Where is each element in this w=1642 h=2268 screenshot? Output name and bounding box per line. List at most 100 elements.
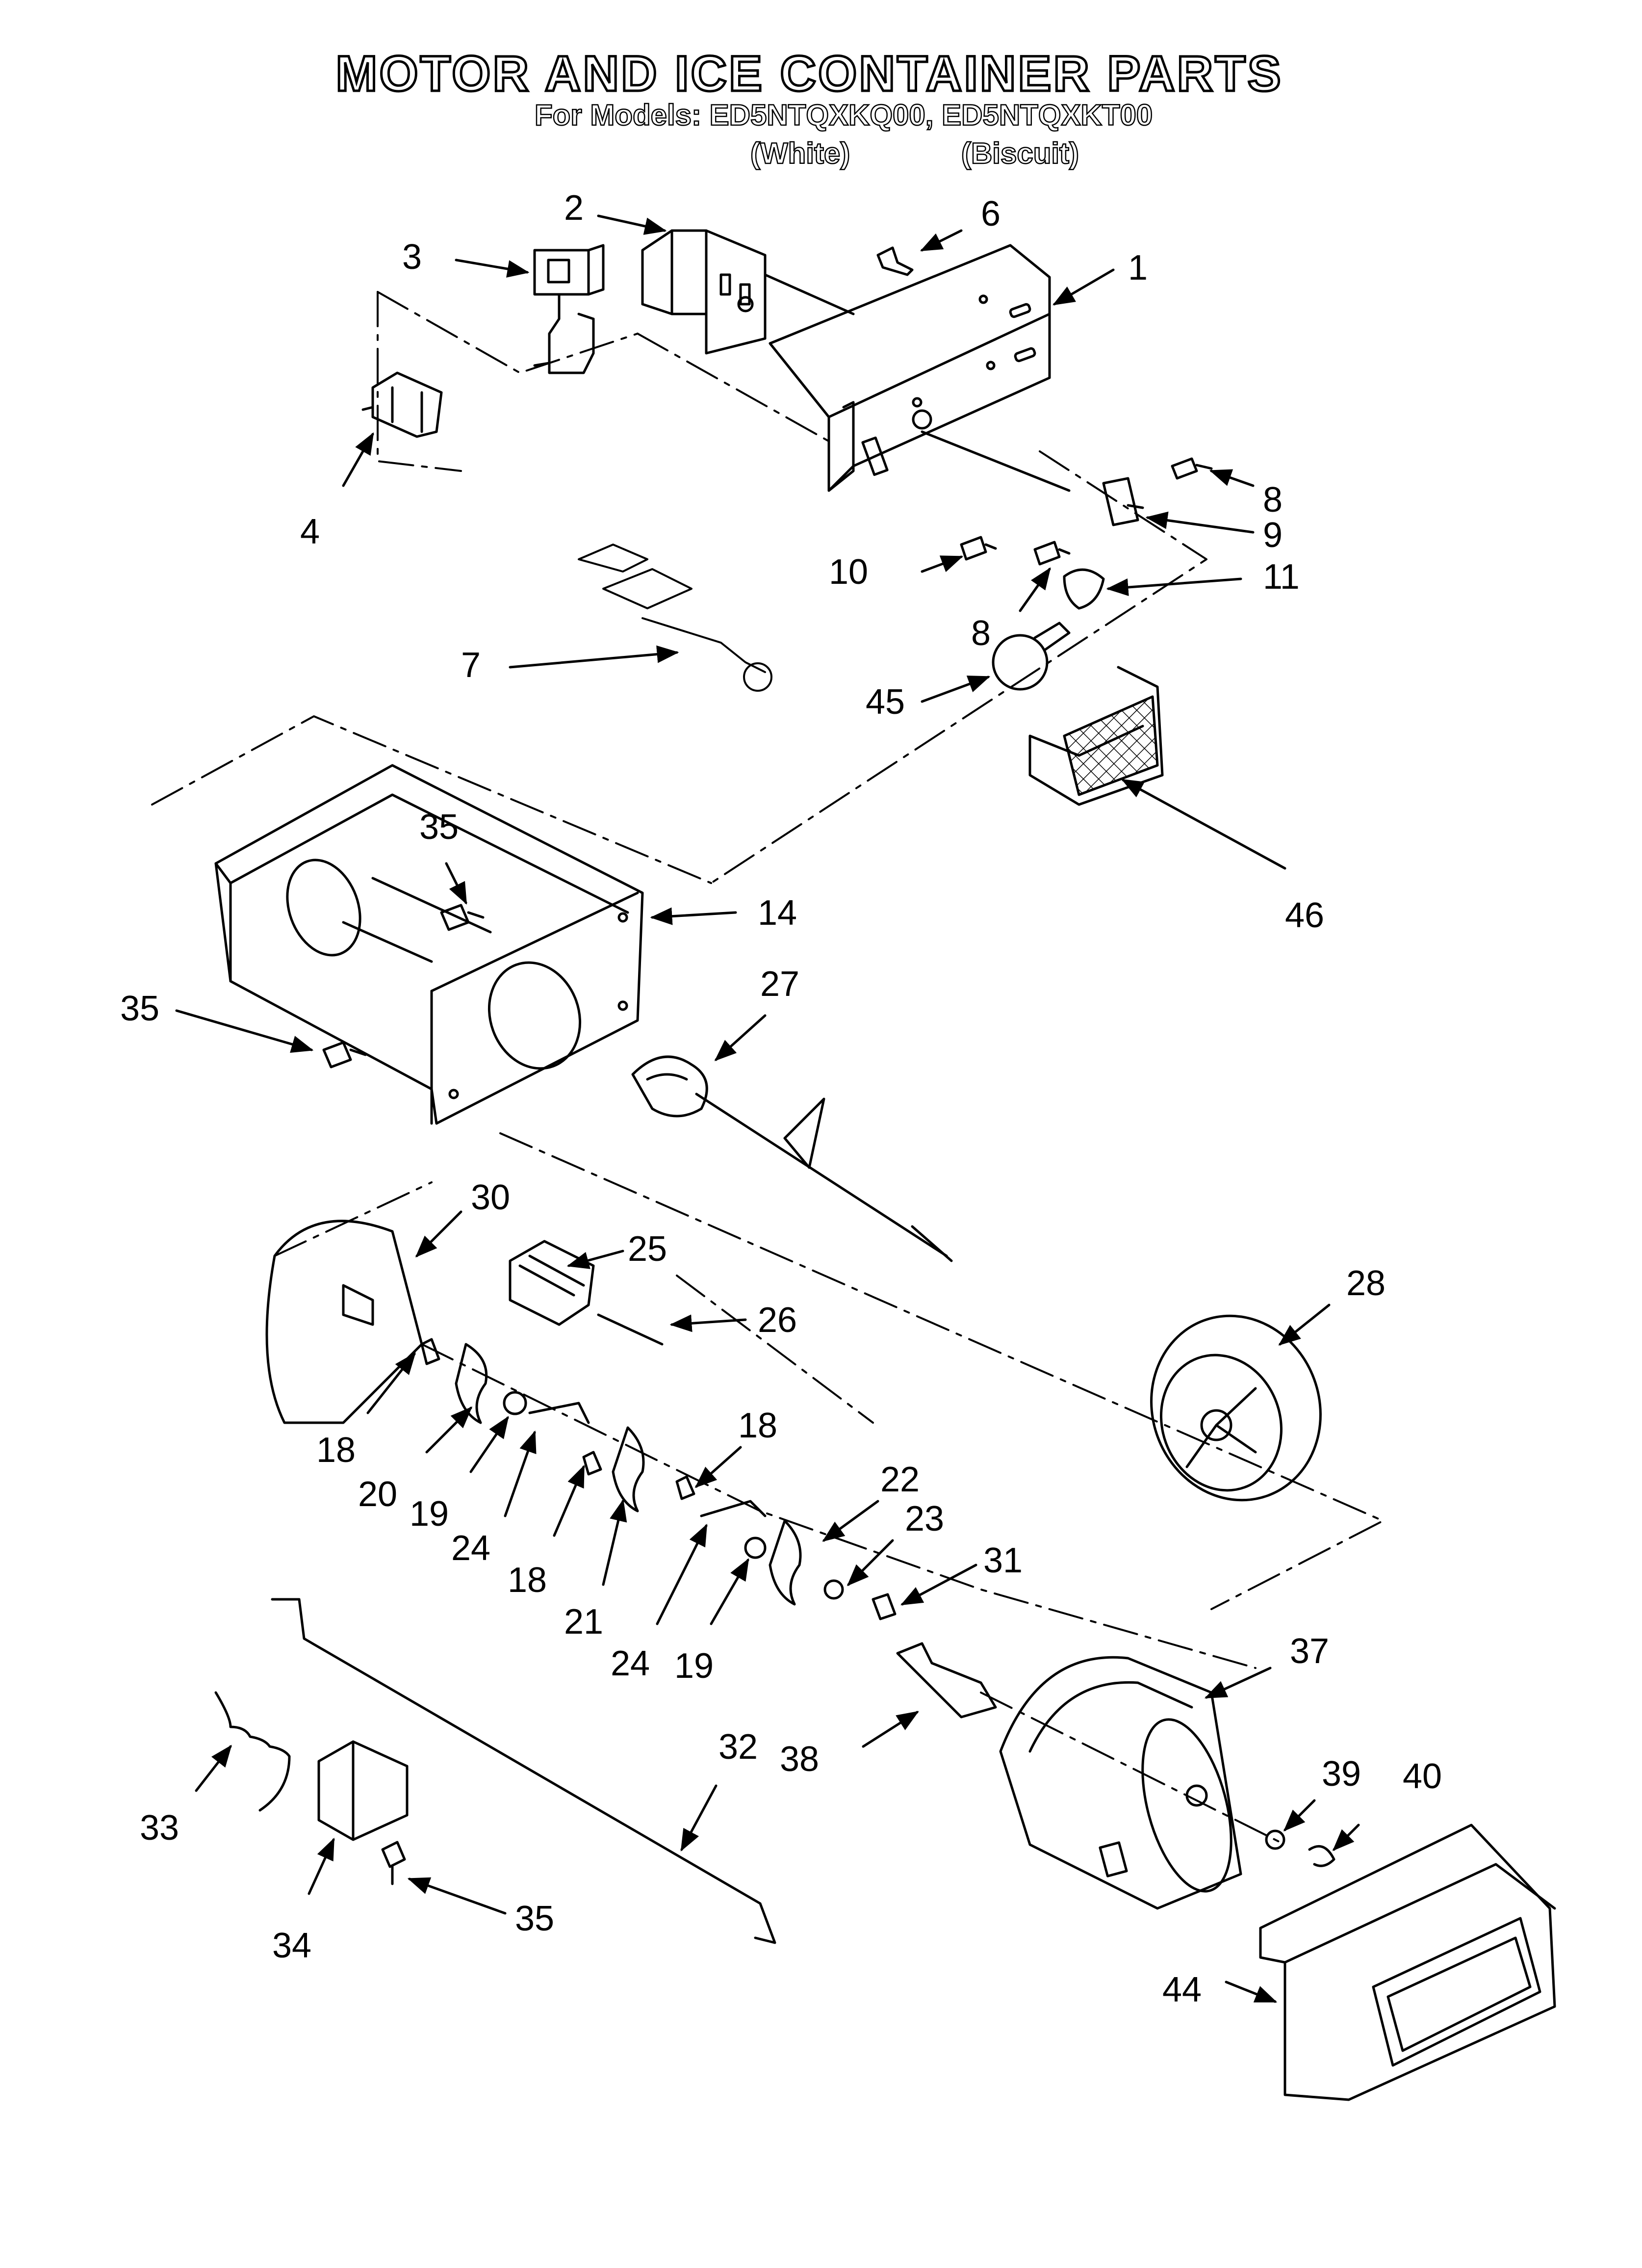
leader-44	[1225, 1981, 1278, 2003]
callout-18-middle: 18	[508, 1561, 547, 1600]
callout-9: 9	[1263, 516, 1283, 555]
part-37-motor	[999, 1656, 1242, 1910]
callout-8-lower: 8	[971, 614, 991, 653]
leader-34	[308, 1837, 335, 1895]
callout-46: 46	[1285, 896, 1325, 935]
leader-21	[602, 1499, 627, 1586]
callout-33: 33	[140, 1808, 180, 1848]
callout-14: 14	[758, 893, 797, 933]
part-3-valve	[533, 244, 605, 374]
leader-28	[1278, 1303, 1331, 1346]
part-35-screw-c	[381, 1841, 406, 1885]
part-33-spring	[214, 1691, 291, 1812]
part-46-light-shield	[1028, 666, 1164, 806]
callout-35-upper: 35	[419, 808, 459, 847]
leader-25	[566, 1250, 624, 1269]
part-39-washer	[1265, 1829, 1285, 1850]
part-2-transformer	[641, 229, 855, 355]
callout-20: 20	[358, 1475, 398, 1514]
callout-10: 10	[829, 552, 869, 592]
leader-4	[342, 432, 374, 487]
callout-28: 28	[1346, 1264, 1386, 1303]
diagram-title: MOTOR AND ICE CONTAINER PARTS	[334, 45, 1283, 103]
callout-37: 37	[1290, 1632, 1330, 1671]
color-note-biscuit: (Biscuit)	[961, 136, 1080, 171]
leader-35b	[175, 1009, 314, 1053]
callout-6: 6	[981, 194, 1001, 234]
callout-23: 23	[905, 1499, 945, 1538]
part-44-cover	[1259, 1824, 1556, 2101]
part-34-bracket	[317, 1740, 409, 1841]
leader-20	[425, 1406, 473, 1454]
leader-6	[920, 229, 963, 252]
callout-25: 25	[628, 1229, 667, 1269]
leader-37	[1204, 1667, 1272, 1699]
leader-35c	[407, 1877, 507, 1915]
leader-9	[1145, 511, 1255, 534]
leader-3	[455, 259, 530, 278]
callout-35-left: 35	[120, 989, 160, 1028]
leader-22	[822, 1500, 879, 1542]
callout-32: 32	[718, 1727, 758, 1767]
callout-11: 11	[1263, 557, 1300, 597]
callout-18-right: 18	[738, 1406, 778, 1445]
part-14-ice-bin-housing	[214, 764, 644, 1125]
leader-30	[415, 1210, 462, 1258]
part-7-harness	[578, 544, 772, 692]
callout-4: 4	[300, 512, 320, 551]
part-1-control-box	[769, 244, 1071, 492]
callout-19-right: 19	[674, 1646, 714, 1686]
callout-7: 7	[461, 646, 481, 685]
part-32-rod	[271, 1598, 776, 1944]
part-30-plate	[265, 1220, 423, 1424]
callout-24-right: 24	[611, 1644, 650, 1683]
part-38-bracket	[896, 1642, 997, 1719]
callout-27: 27	[760, 965, 800, 1004]
leader-39	[1283, 1799, 1316, 1832]
leader-19a	[469, 1416, 509, 1473]
leader-19b	[710, 1558, 749, 1625]
leader-38	[862, 1711, 919, 1748]
part-27-auger	[631, 1055, 953, 1262]
leader-46	[1121, 779, 1286, 870]
part-28-drum	[1150, 1314, 1322, 1502]
part-4-bracket	[361, 371, 443, 438]
callout-19-left: 19	[410, 1494, 449, 1534]
leader-23	[847, 1539, 894, 1587]
leader-35a	[445, 862, 467, 905]
leader-8a	[1209, 469, 1255, 487]
callout-35-bottom: 35	[515, 1899, 555, 1938]
part-26-pin	[597, 1313, 664, 1346]
leader-40	[1332, 1824, 1360, 1851]
callout-18-left: 18	[316, 1431, 356, 1470]
leader-24a	[504, 1430, 537, 1517]
callout-1: 1	[1128, 248, 1148, 287]
callout-44: 44	[1162, 1970, 1202, 2009]
leader-10	[921, 555, 964, 573]
part-8-screw-lower	[1033, 541, 1071, 566]
color-note-white: (White)	[750, 136, 851, 171]
callout-26: 26	[758, 1301, 797, 1340]
leader-1	[1052, 268, 1115, 306]
callout-31: 31	[983, 1541, 1023, 1580]
part-8-screw-upper	[1171, 457, 1213, 480]
leader-18b	[694, 1446, 742, 1488]
callout-34: 34	[272, 1926, 312, 1965]
leader-18c	[553, 1464, 585, 1537]
leader-2	[597, 214, 667, 235]
models-line: For Models: ED5NTQXKQ00, ED5NTQXKT00	[534, 98, 1154, 132]
part-6-clip	[876, 246, 914, 276]
leader-7	[509, 645, 679, 669]
part-45-bulb	[992, 622, 1071, 691]
callout-39: 39	[1322, 1754, 1361, 1794]
part-11-lamp-socket	[1063, 568, 1105, 610]
part-35-screw-a	[440, 904, 485, 931]
cam-stack	[420, 1338, 897, 1620]
leader-11	[1106, 577, 1242, 596]
leader-26	[669, 1314, 747, 1332]
part-40-clip	[1308, 1845, 1335, 1867]
callout-3: 3	[402, 237, 422, 277]
callout-40: 40	[1403, 1757, 1442, 1796]
leader-31	[900, 1564, 977, 1606]
